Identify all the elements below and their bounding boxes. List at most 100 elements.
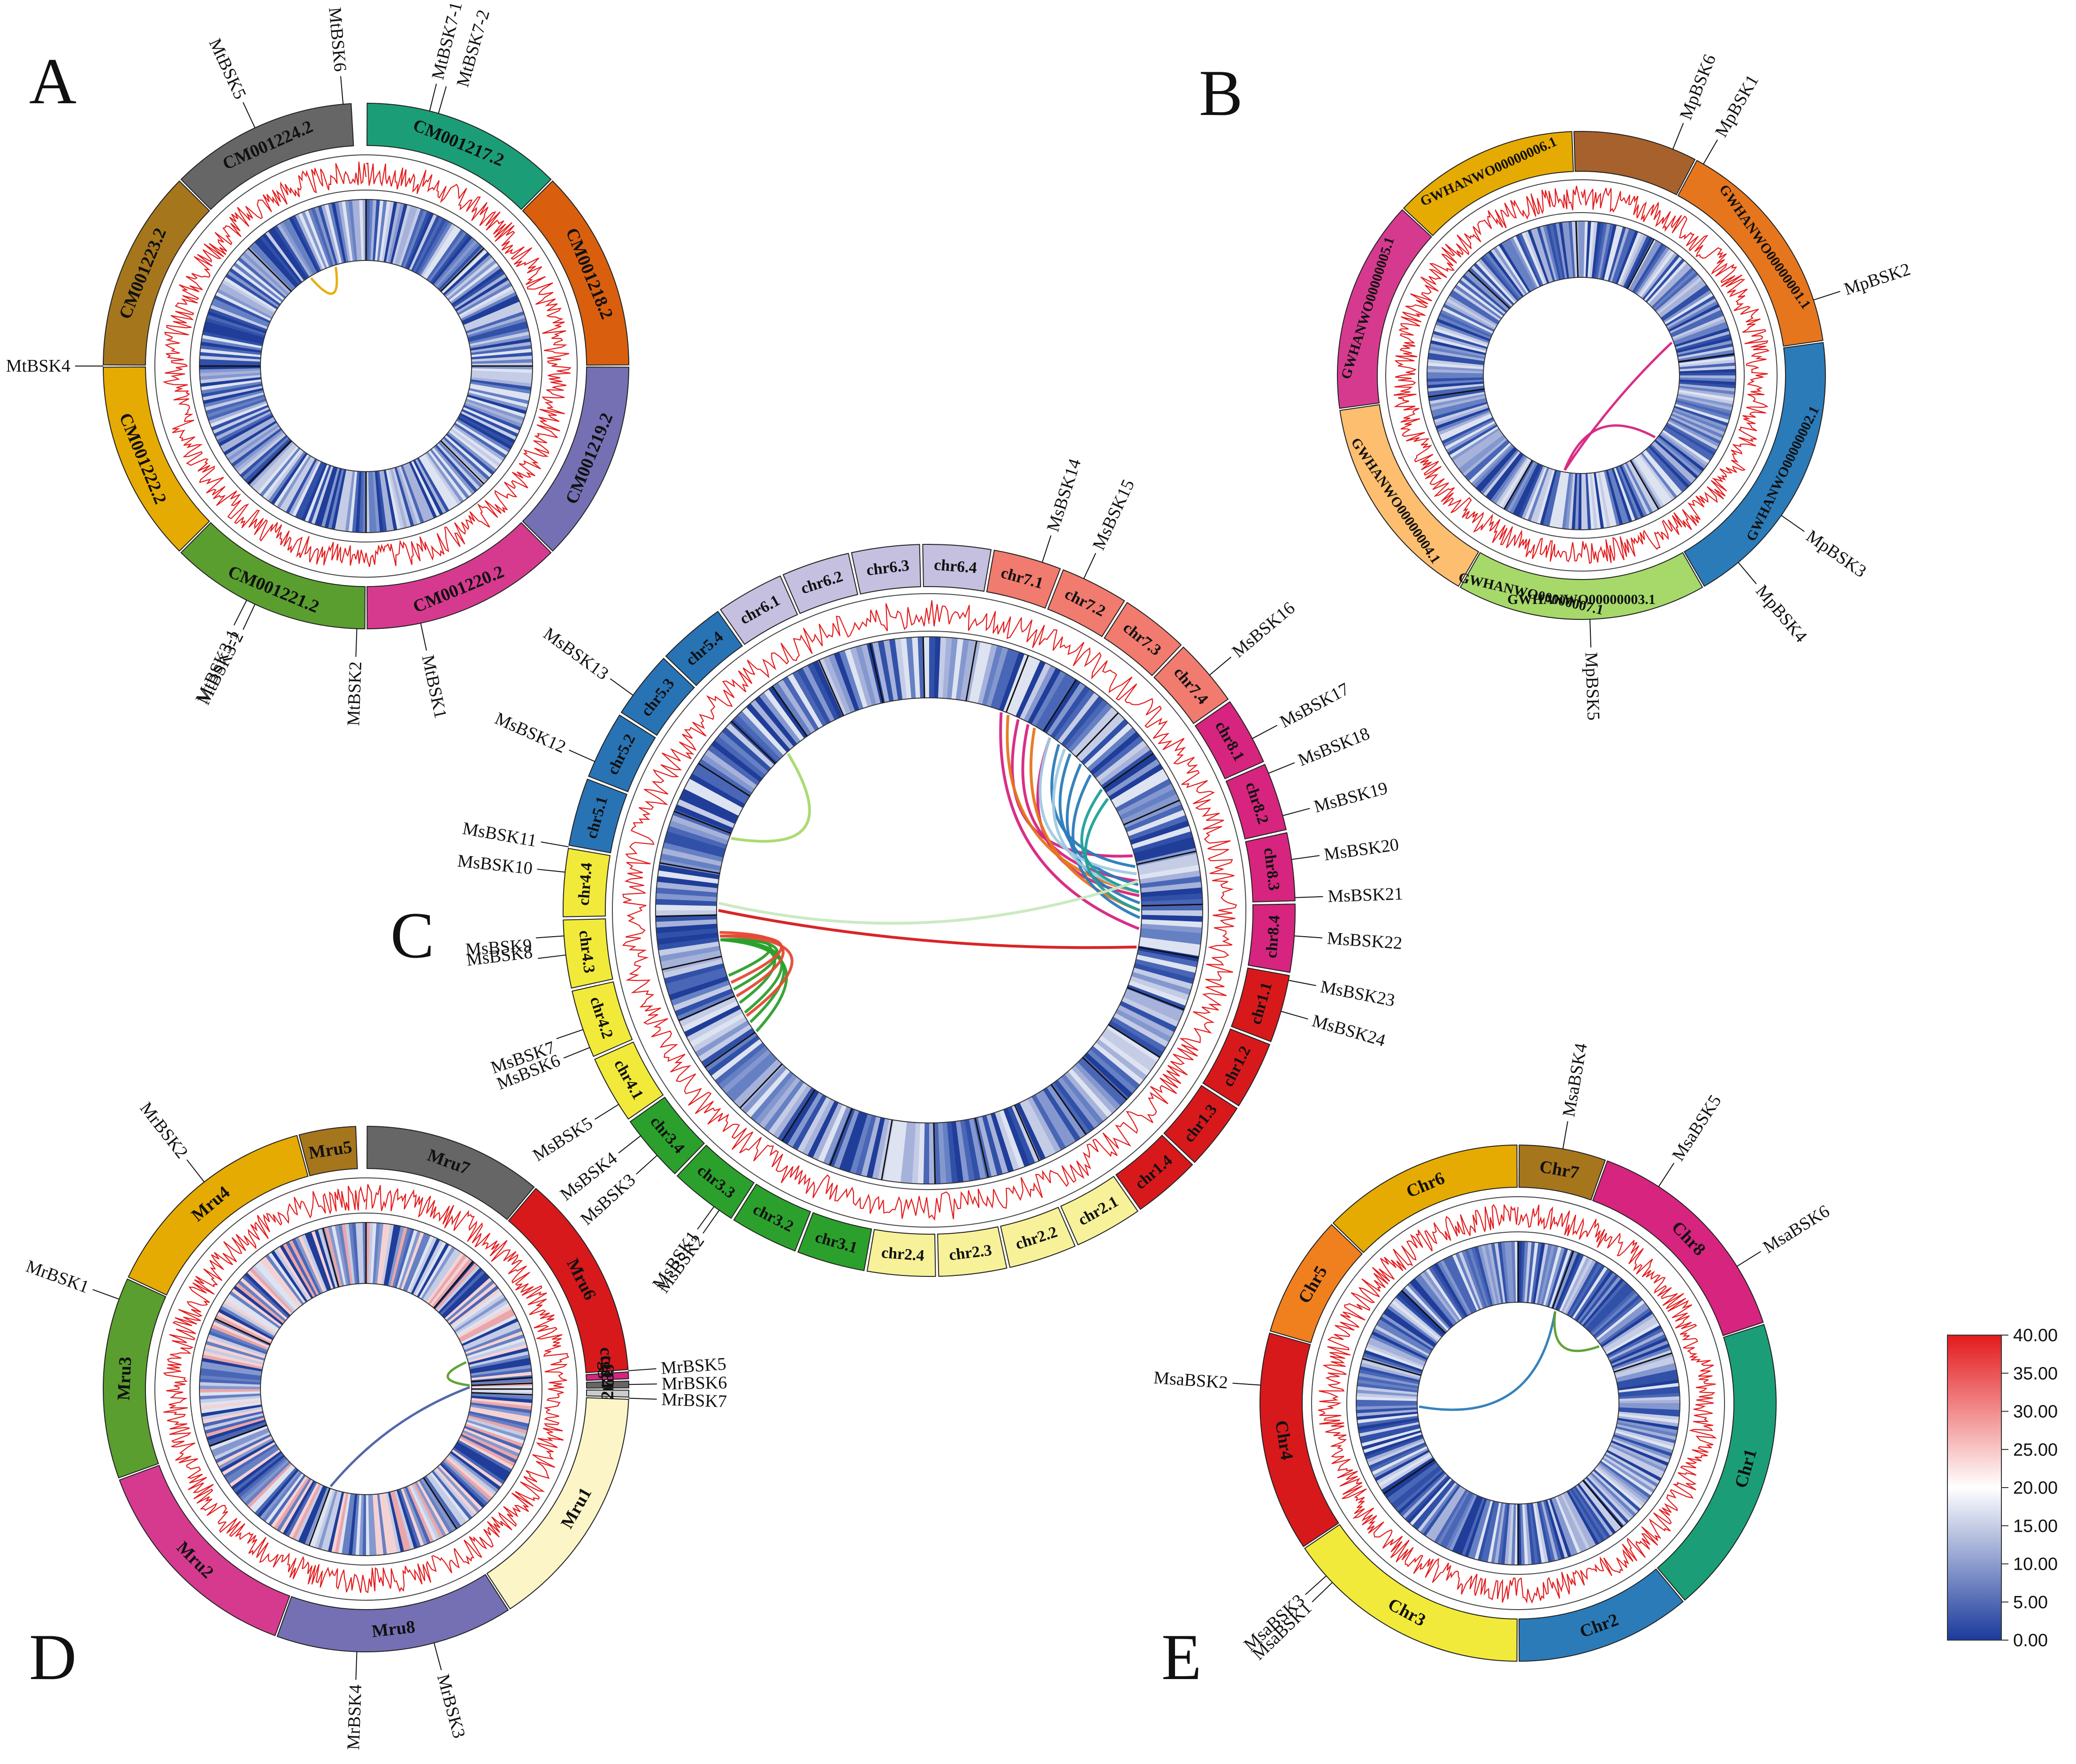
gene-density-cell — [1623, 236, 1650, 288]
gene-density-cell — [823, 1106, 851, 1165]
gene-density-cell — [470, 1361, 531, 1374]
gene-density-cell — [426, 451, 464, 503]
gene-density-cell — [430, 233, 470, 283]
gene-density-cell — [1427, 375, 1484, 379]
gene-density-cell — [951, 1121, 964, 1183]
gene-density-cell — [1035, 673, 1071, 729]
gene-density-cell — [443, 1275, 490, 1319]
chromosome-segment — [851, 544, 921, 595]
gene-density-cell — [441, 1461, 488, 1506]
gene-leader-line — [420, 623, 427, 651]
gene-leader-line — [1738, 562, 1757, 584]
legend-tick-label: 40.00 — [2013, 1326, 2058, 1345]
gene-density-cell — [1557, 1253, 1584, 1311]
gene-density-cell — [390, 204, 408, 264]
chromosome-segment — [588, 714, 656, 793]
gene-density-cell — [689, 773, 746, 808]
gene-density-cell — [1435, 407, 1490, 429]
gene-density-cell — [207, 1334, 267, 1357]
gene-density-cell — [1557, 1495, 1584, 1553]
gene-leader-line — [1042, 535, 1052, 563]
gene-density-cell — [206, 1340, 265, 1361]
gene-density-cell — [1539, 1245, 1556, 1305]
chromosome-segment — [486, 1397, 629, 1610]
gene-density-cell — [1359, 1366, 1420, 1382]
gene-density-cell — [1074, 1062, 1121, 1110]
gene-density-cell — [454, 1297, 507, 1333]
gene-density-cell — [321, 204, 340, 265]
gene-density-cell — [368, 199, 374, 261]
gene-density-cell — [397, 206, 418, 266]
gene-density-cell — [379, 470, 390, 532]
gene-density-cell — [1383, 1310, 1435, 1348]
gene-density-cell — [438, 244, 483, 291]
gene-density-cell — [229, 1291, 281, 1329]
gene-density-cell — [1510, 237, 1538, 289]
legend-tick-label: 15.00 — [2013, 1516, 2058, 1536]
gene-density-cell — [244, 1461, 291, 1506]
gene-density-cell — [1068, 1068, 1113, 1118]
gene-density-cell — [1512, 463, 1540, 515]
gene-density-cell — [1611, 1343, 1670, 1368]
chromosome-separator — [1630, 460, 1659, 510]
gene-density-cell — [457, 1440, 512, 1473]
gene-density-cell — [270, 452, 308, 505]
gene-density-cell — [1603, 1455, 1657, 1490]
gene-density-cell — [1501, 1503, 1510, 1565]
gene-density-cell — [1559, 1255, 1588, 1312]
synteny-link — [1419, 1311, 1557, 1411]
gene-density-cell — [470, 342, 532, 353]
gene-density-cell — [433, 237, 475, 286]
gene-density-cell — [1549, 1498, 1572, 1558]
gene-density-cell — [718, 731, 769, 775]
gene-leader-line — [1209, 657, 1232, 676]
gene-density-cell — [1379, 1316, 1433, 1351]
chromosome-segment — [1677, 160, 1824, 347]
gene-density-cell — [964, 1119, 981, 1181]
gene-density-cell — [981, 1115, 1003, 1176]
gene-density-cell — [385, 469, 401, 530]
gene-density-cell — [1570, 1488, 1605, 1542]
gene-density-cell — [1410, 1280, 1452, 1329]
gene-density-cell — [457, 417, 512, 450]
gene-density-cell — [1103, 1028, 1157, 1067]
gene-density-cell — [1608, 1331, 1665, 1360]
gene-density-cell — [262, 1472, 302, 1522]
gene-density-cell — [467, 1415, 527, 1435]
gene-density-cell — [999, 652, 1025, 711]
gene-label: MtBSK1 — [418, 653, 450, 720]
gene-density-cell — [254, 444, 297, 492]
gene-density-cell — [1602, 1313, 1655, 1350]
gene-density-cell — [1431, 336, 1487, 353]
gene-density-cell — [292, 215, 321, 272]
gene-density-cell — [424, 1475, 461, 1528]
legend-tick-label: 35.00 — [2013, 1364, 2058, 1383]
chromosome-segment — [1304, 1524, 1518, 1662]
gene-density-cell — [249, 1464, 294, 1511]
gene-density-cell — [1607, 469, 1626, 525]
gene-density-cell — [1367, 1440, 1425, 1466]
gene-density-cell — [1414, 1481, 1456, 1530]
chromosome-segment — [1683, 342, 1826, 587]
gene-leader-line — [1562, 1121, 1568, 1149]
gene-density-cell — [1618, 1382, 1679, 1393]
gene-density-cell — [318, 205, 338, 265]
gene-density-cell — [1679, 383, 1735, 392]
gene-density-cell — [1593, 472, 1604, 529]
gene-density-cell — [199, 1395, 261, 1403]
gene-density-cell — [355, 1494, 362, 1556]
gene-density-cell — [466, 311, 525, 334]
gene-density-cell — [1605, 1451, 1660, 1485]
gene-density-cell — [254, 1467, 297, 1515]
gene-density-cell — [1057, 1077, 1099, 1129]
gene-density-cell — [1551, 1497, 1575, 1557]
gene-density-cell — [982, 645, 1003, 706]
gene-density-cell — [420, 1478, 456, 1532]
gene-density-cell — [438, 1464, 483, 1511]
gc-content-track — [162, 161, 572, 567]
gene-density-cell — [383, 201, 398, 263]
chromosome-segment — [1115, 1134, 1193, 1210]
gene-density-cell — [304, 1487, 329, 1545]
gene-density-cell — [1534, 227, 1553, 283]
gene-density-cell — [722, 727, 771, 772]
